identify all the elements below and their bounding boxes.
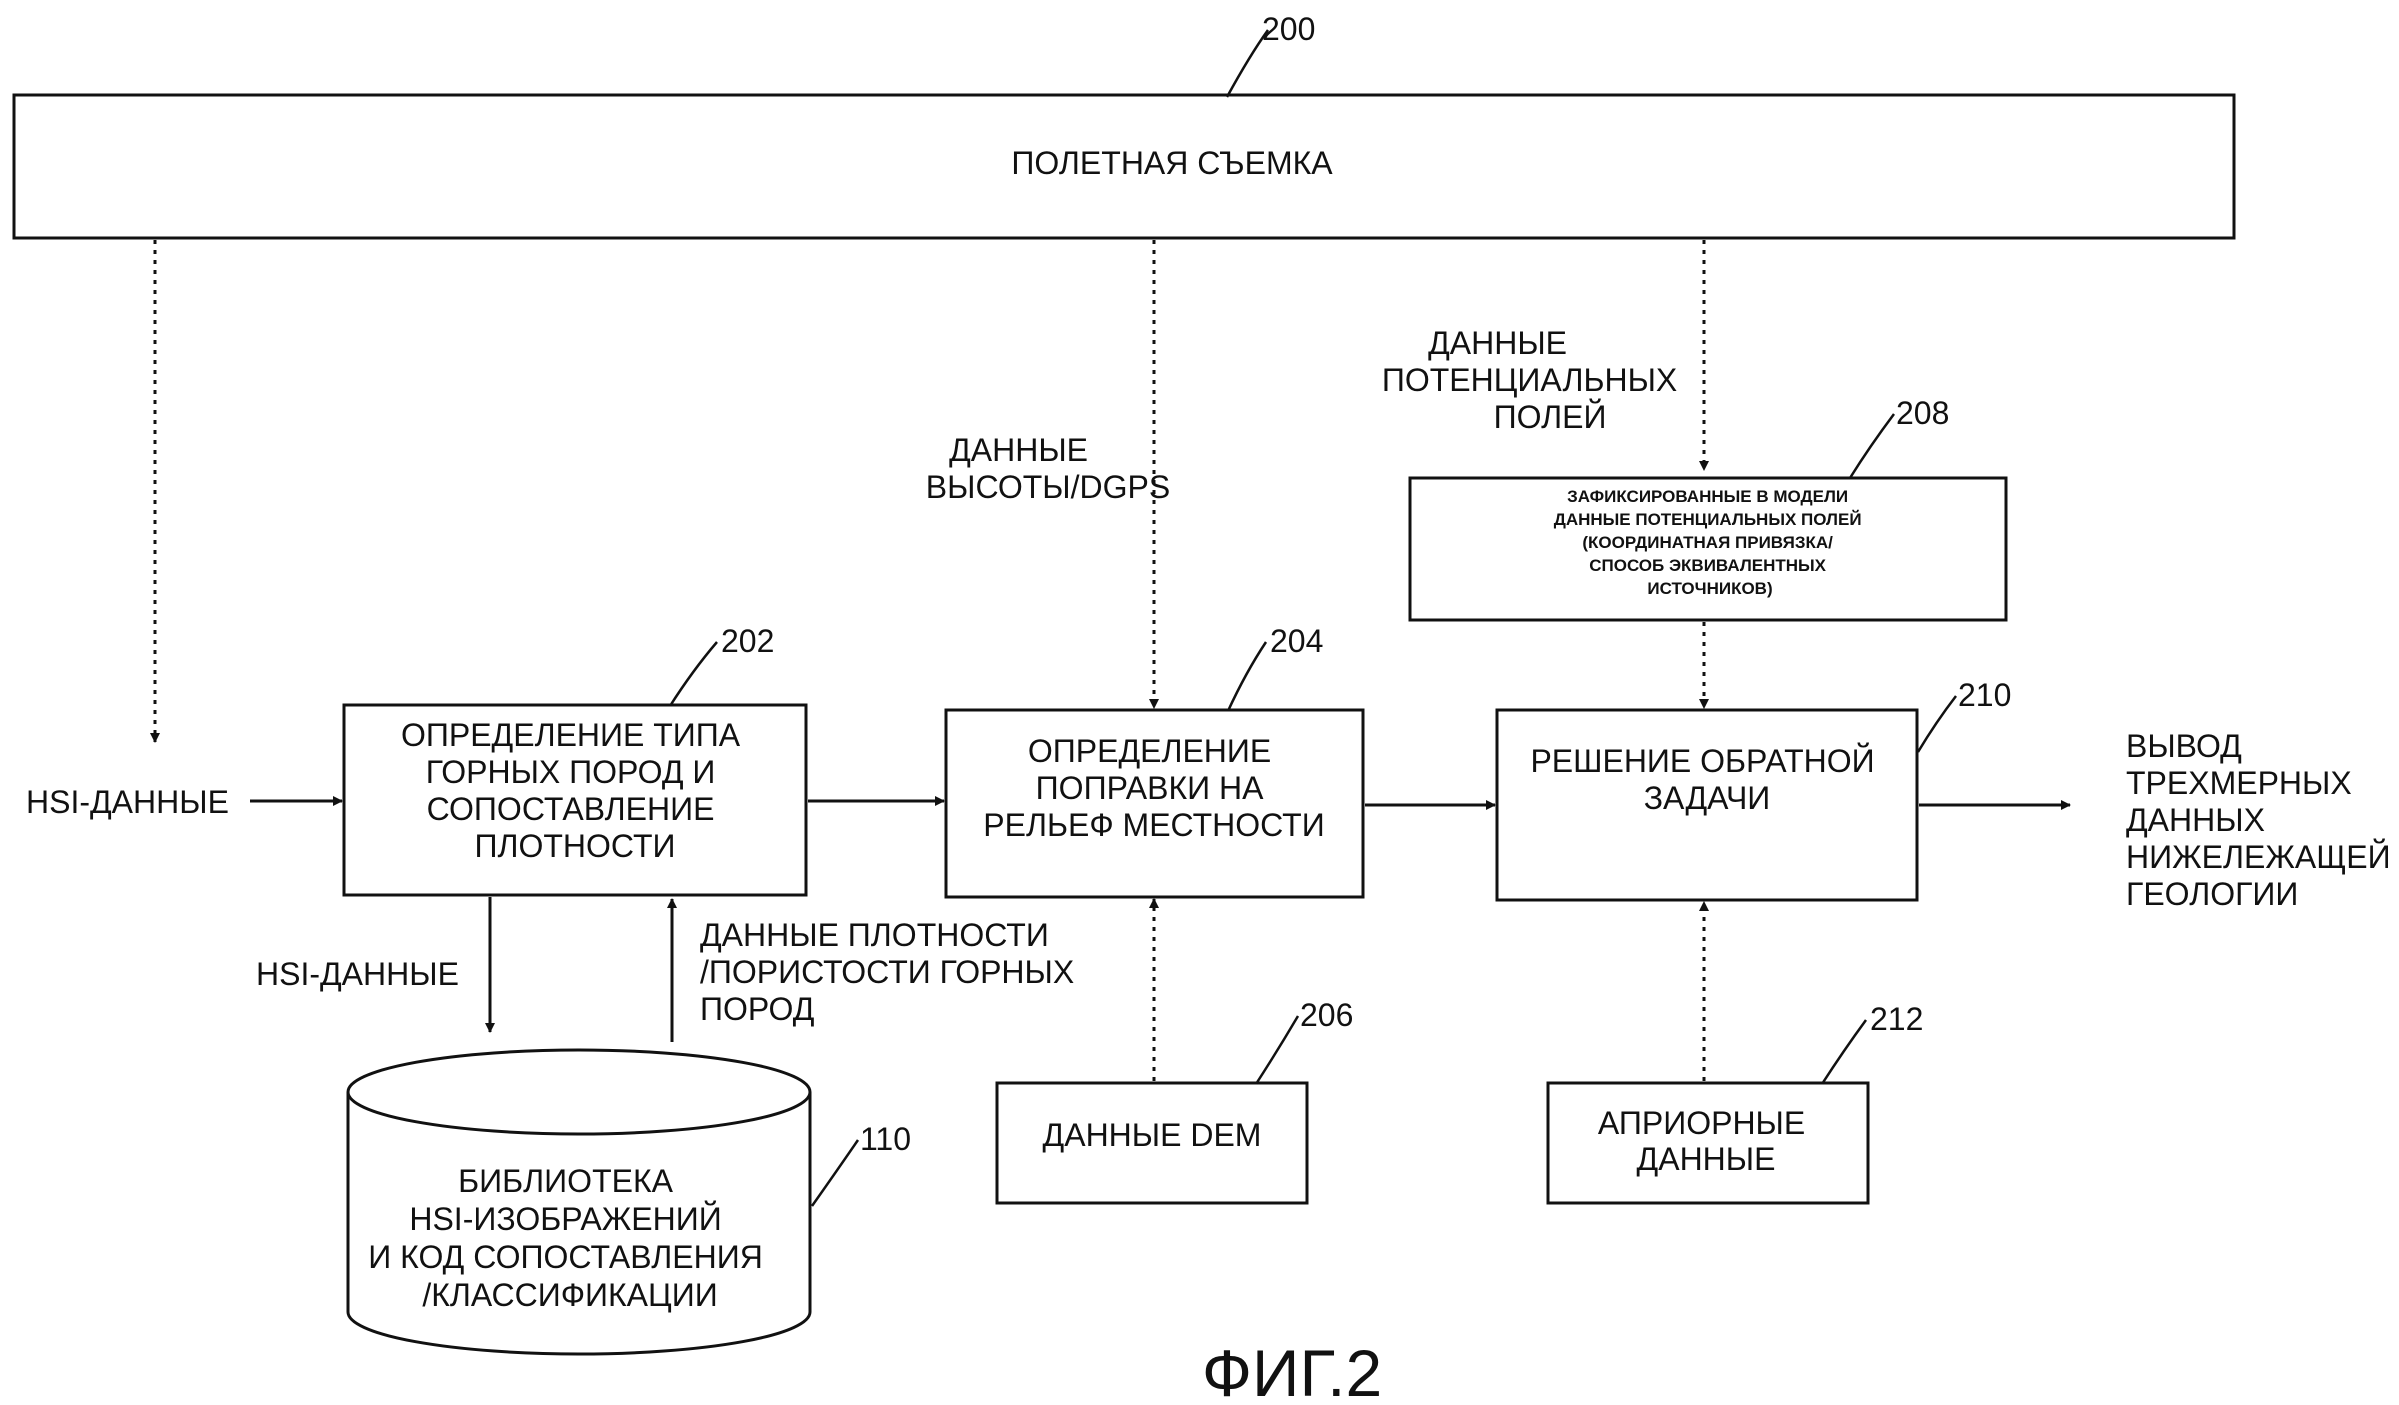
dem-label: ДАННЫЕ DEM xyxy=(1043,1117,1262,1153)
hsi-to-library-label: HSI-ДАННЫЕ xyxy=(256,956,459,992)
survey-leader xyxy=(1227,30,1268,97)
inverse-ref: 210 xyxy=(1958,677,2011,713)
fixed-fields-ref: 208 xyxy=(1896,395,1949,431)
output-label: ВЫВОД ТРЕХМЕРНЫХ ДАННЫХ НИЖЕЛЕЖАЩЕЙ ГЕОЛ… xyxy=(2126,728,2399,912)
rock-type-ref: 202 xyxy=(721,623,774,659)
density-label: ДАННЫЕ ПЛОТНОСТИ /ПОРИСТОСТИ ГОРНЫХ ПОРО… xyxy=(700,917,1083,1027)
hsi-input-label: HSI-ДАННЫЕ xyxy=(26,784,229,820)
survey-label: ПОЛЕТНАЯ СЪЕМКА xyxy=(1011,145,1333,181)
terrain-leader xyxy=(1228,642,1266,711)
fixed-fields-leader xyxy=(1850,414,1894,478)
prior-ref: 212 xyxy=(1870,1001,1923,1037)
rock-type-leader xyxy=(670,642,717,706)
prior-leader xyxy=(1822,1020,1866,1084)
potential-fields-label: ДАННЫЕ ПОТЕНЦИАЛЬНЫХ ПОЛЕЙ xyxy=(1382,325,1686,435)
dem-ref: 206 xyxy=(1300,997,1353,1033)
inverse-leader xyxy=(1918,696,1956,752)
library-ref: 110 xyxy=(860,1121,911,1157)
dem-leader xyxy=(1256,1016,1298,1084)
survey-ref: 200 xyxy=(1262,11,1315,47)
altitude-label: ДАННЫЕ ВЫСОТЫ/DGPS xyxy=(926,432,1170,505)
terrain-ref: 204 xyxy=(1270,623,1323,659)
figure-label: ФИГ.2 xyxy=(1202,1336,1382,1405)
library-leader xyxy=(812,1140,858,1206)
